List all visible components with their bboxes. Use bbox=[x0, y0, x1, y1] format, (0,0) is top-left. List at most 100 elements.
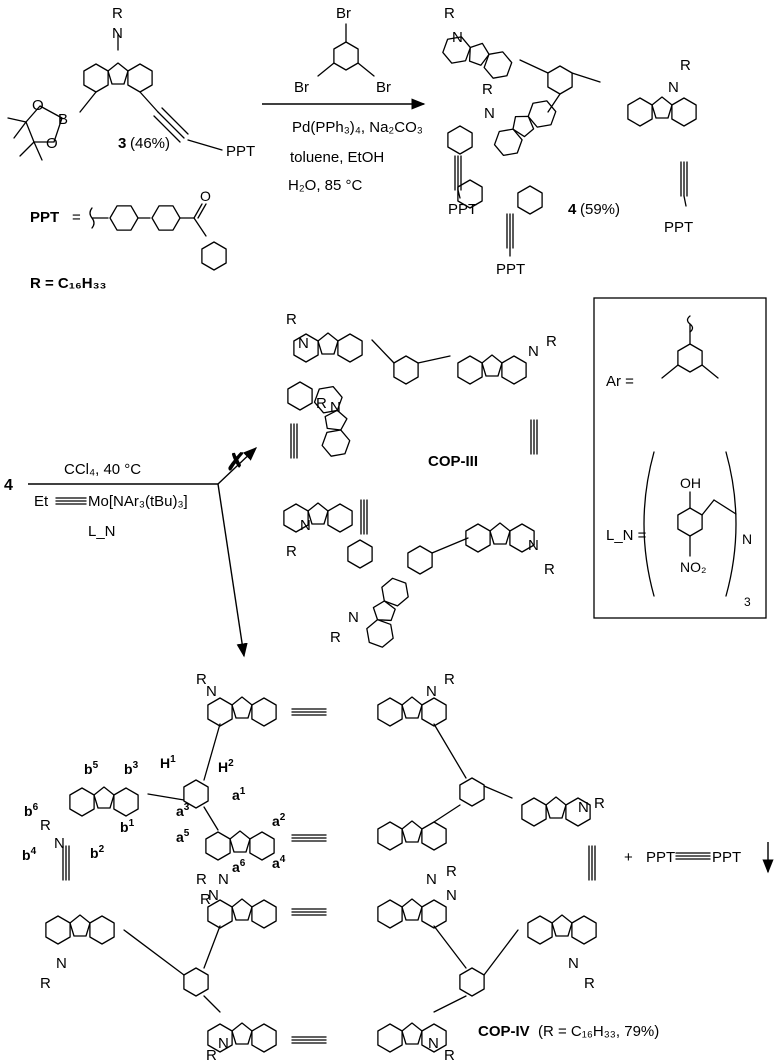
ppt-definition-label: PPT bbox=[30, 209, 59, 226]
compound-3-boron-label: B bbox=[58, 111, 68, 128]
compound-3-n-label: N bbox=[112, 25, 123, 42]
cop3-r-6: R bbox=[330, 629, 341, 646]
ppt-structure bbox=[89, 203, 227, 271]
step2-reactant: 4 bbox=[4, 477, 13, 494]
proton-h2: H2 bbox=[218, 758, 234, 775]
legend-ar-structure bbox=[661, 315, 719, 379]
compound-4-r-middle: R bbox=[482, 81, 493, 98]
cop3-r-1: R bbox=[286, 311, 297, 328]
cop3-n-1: N bbox=[298, 335, 309, 352]
proton-a3: a3 bbox=[176, 802, 190, 819]
cop4-n-10b: N bbox=[218, 1035, 229, 1052]
ppt-oxygen: O bbox=[200, 188, 211, 204]
cop4-n-9: N bbox=[208, 887, 219, 904]
legend-n: N bbox=[742, 531, 752, 547]
cop4-n-8: N bbox=[568, 955, 579, 972]
cop4-r-11: R bbox=[444, 1047, 455, 1064]
compound-3-ppt: PPT bbox=[226, 143, 255, 160]
compound-3-oxygen-2: O bbox=[46, 135, 58, 152]
step1-conditions-3: H₂O, 85 °C bbox=[288, 177, 363, 194]
cop4-r-2: R bbox=[444, 671, 455, 688]
cop4-r-7: R bbox=[40, 975, 51, 992]
legend-subscript-3: 3 bbox=[744, 595, 751, 609]
proton-a6: a6 bbox=[232, 858, 246, 875]
r-definition: R = C₁₆H₃₃ bbox=[30, 275, 107, 292]
cop3-n-2: N bbox=[528, 343, 539, 360]
cop4-n-2: N bbox=[426, 683, 437, 700]
cop4-r-8: R bbox=[584, 975, 595, 992]
cop4-r-1: R bbox=[196, 671, 207, 688]
proton-a4: a4 bbox=[272, 854, 286, 871]
proton-b2: b2 bbox=[90, 844, 105, 861]
byproduct-ppt-right: PPT bbox=[712, 849, 741, 866]
legend-no2: NO₂ bbox=[680, 559, 706, 575]
byproduct-ppt-left: PPT bbox=[646, 849, 675, 866]
cop4-n-10: N bbox=[446, 887, 457, 904]
step1-conditions-2: toluene, EtOH bbox=[290, 149, 384, 166]
cop4-r-3: R bbox=[40, 817, 51, 834]
br-top: Br bbox=[336, 5, 351, 22]
cop4-n-4: N bbox=[578, 799, 589, 816]
compound-4-structure bbox=[440, 32, 696, 257]
cop4-r-10: R bbox=[206, 1047, 217, 1064]
cop4-n-11: N bbox=[428, 1035, 439, 1052]
step2-ligand: L_N bbox=[88, 523, 116, 540]
byproduct-plus: + bbox=[624, 849, 633, 866]
proton-b6: b6 bbox=[24, 802, 39, 819]
cop3-label: COP-III bbox=[428, 453, 478, 470]
step1-conditions-1: Pd(PPh₃)₄, Na₂CO₃ bbox=[292, 119, 423, 136]
cop3-r-3: R bbox=[316, 395, 327, 412]
cop4-r-4: R bbox=[594, 795, 605, 812]
cop-iv-structure bbox=[46, 697, 596, 1052]
proton-b5: b5 bbox=[84, 760, 99, 777]
br-right: Br bbox=[376, 79, 391, 96]
step2-conditions: CCl₄, 40 °C bbox=[64, 461, 141, 478]
step2-blocked-mark: ✗ bbox=[226, 449, 246, 476]
cop4-n-3: N bbox=[54, 835, 65, 852]
legend-ln-label: L_N = bbox=[606, 527, 647, 544]
tribromobenzene bbox=[317, 23, 375, 77]
legend-ar-label: Ar = bbox=[606, 373, 634, 390]
cop4-n-6: N bbox=[426, 871, 437, 888]
step2-catalyst: Mo[NAr₃(tBu)₃] bbox=[88, 493, 188, 510]
cop4-n-1: N bbox=[206, 683, 217, 700]
cop3-n-5: N bbox=[528, 537, 539, 554]
compound-3-structure bbox=[7, 33, 223, 161]
step2-arrow-blocked bbox=[217, 447, 258, 485]
compound-4-number: 4 bbox=[568, 201, 577, 218]
compound-4-n-middle: N bbox=[484, 105, 495, 122]
cop4-proton-labels: H1 H2 a3 a1 a5 a2 a6 a4 b5 b3 b6 b1 b4 b… bbox=[22, 754, 286, 875]
br-left: Br bbox=[294, 79, 309, 96]
proton-b3: b3 bbox=[124, 760, 139, 777]
compound-4-n-right: N bbox=[668, 79, 679, 96]
legend-oh: OH bbox=[680, 475, 701, 491]
proton-b4: b4 bbox=[22, 846, 37, 863]
ppt-definition-equals: = bbox=[72, 209, 81, 226]
compound-4-ppt-1: PPT bbox=[448, 201, 477, 218]
compound-3-yield: (46%) bbox=[130, 135, 170, 152]
cop4-r-9: R bbox=[196, 871, 207, 888]
compound-4-r-right: R bbox=[680, 57, 691, 74]
compound-4-ppt-2: PPT bbox=[496, 261, 525, 278]
cop3-n-6: N bbox=[348, 609, 359, 626]
cop3-r-5: R bbox=[544, 561, 555, 578]
cop3-n-3: N bbox=[330, 399, 341, 416]
cop3-r-2: R bbox=[546, 333, 557, 350]
cop3-r-4: R bbox=[286, 543, 297, 560]
compound-4-n-top: N bbox=[452, 29, 463, 46]
cop3-n-4: N bbox=[300, 517, 311, 534]
compound-4-r-top: R bbox=[444, 5, 455, 22]
cop4-n-7: N bbox=[56, 955, 67, 972]
proton-a2: a2 bbox=[272, 812, 286, 829]
compound-3-number: 3 bbox=[118, 135, 126, 152]
cop4-r-6: R bbox=[446, 863, 457, 880]
compound-3-oxygen-1: O bbox=[32, 97, 44, 114]
step2-catalyst-triple-bond bbox=[55, 497, 87, 505]
byproduct-triple-bond bbox=[675, 852, 711, 860]
cop4-label: COP-IV bbox=[478, 1023, 530, 1040]
cop4-n-5: N bbox=[218, 871, 229, 888]
cop-iii-structure bbox=[284, 333, 538, 650]
cop4-r-5: R bbox=[200, 891, 211, 908]
compound-3-r-label: R bbox=[112, 5, 123, 22]
